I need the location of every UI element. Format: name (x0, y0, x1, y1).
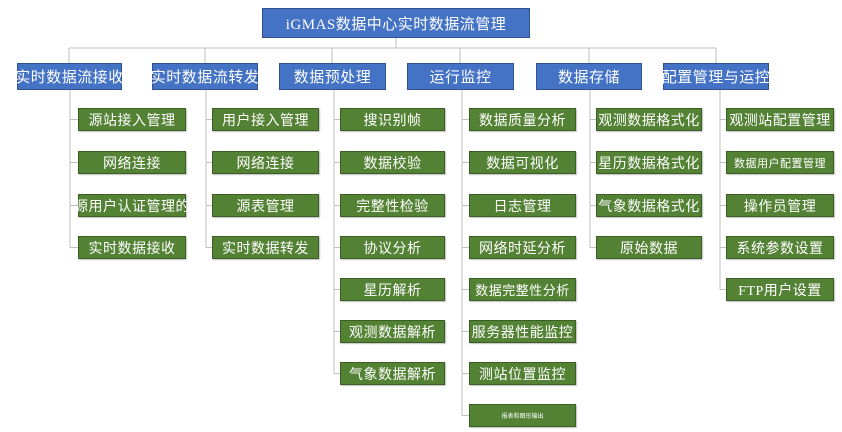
leaf-node: 观测数据格式化 (596, 108, 702, 131)
leaf-node: 网络连接 (78, 151, 186, 174)
leaf-node: 观测数据解析 (340, 320, 445, 343)
leaf-node: 服务器性能监控 (469, 320, 576, 343)
category-node-realtime-forward: 实时数据流转发 (151, 63, 259, 90)
leaf-node: 测站位置监控 (469, 362, 576, 385)
category-node-data-storage: 数据存储 (536, 63, 642, 90)
leaf-node: 气象数据格式化 (596, 194, 702, 217)
leaf-node: 用户接入管理 (212, 108, 319, 131)
leaf-node: 原始数据 (596, 236, 702, 259)
leaf-node: 实时数据接收 (78, 236, 186, 259)
leaf-node: 星历解析 (340, 278, 445, 301)
leaf-node: 数据完整性分析 (469, 278, 576, 301)
leaf-node: 完整性检验 (340, 194, 445, 217)
leaf-node: 数据用户配置管理 (726, 151, 834, 174)
leaf-node: 网络时延分析 (469, 236, 576, 259)
leaf-node: 搜识别帧 (340, 108, 445, 131)
leaf-node: 观测站配置管理 (726, 108, 834, 131)
leaf-node: 星历数据格式化 (596, 151, 702, 174)
category-node-preprocessing: 数据预处理 (279, 63, 386, 90)
category-node-operation-monitoring: 运行监控 (407, 63, 514, 90)
root-node: iGMAS数据中心实时数据流管理 (262, 8, 530, 38)
leaf-node: 数据质量分析 (469, 108, 576, 131)
leaf-node: 实时数据转发 (212, 236, 319, 259)
leaf-node: 报表和图形输出 (469, 404, 576, 427)
leaf-node: 协议分析 (340, 236, 445, 259)
category-node-realtime-receive: 实时数据流接收 (15, 63, 123, 90)
leaf-node: 源站接入管理 (78, 108, 186, 131)
leaf-node: FTP用户设置 (726, 278, 834, 301)
leaf-node: 数据校验 (340, 151, 445, 174)
leaf-node: 气象数据解析 (340, 362, 445, 385)
leaf-node: 网络连接 (212, 151, 319, 174)
leaf-node: 源用户认证管理的 (74, 194, 190, 217)
leaf-node: 源表管理 (212, 194, 319, 217)
leaf-node: 数据可视化 (469, 151, 576, 174)
category-node-config-management: 配置管理与运控 (662, 63, 770, 90)
leaf-node: 系统参数设置 (726, 236, 834, 259)
leaf-node: 操作员管理 (726, 194, 834, 217)
leaf-node: 日志管理 (469, 194, 576, 217)
